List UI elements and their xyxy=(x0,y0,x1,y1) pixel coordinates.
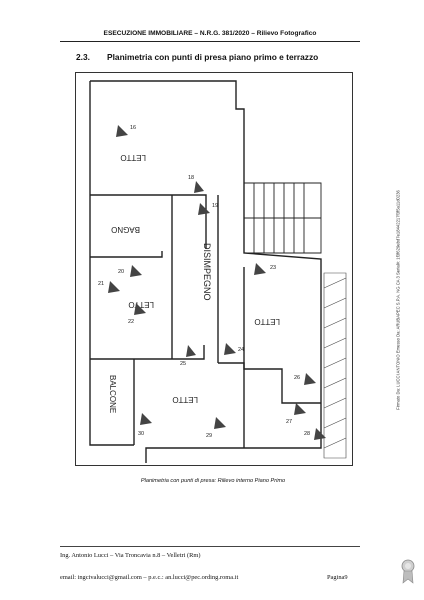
camera-point-icon: 25 xyxy=(180,345,196,367)
svg-text:19: 19 xyxy=(212,203,218,209)
svg-text:23: 23 xyxy=(270,265,276,271)
section-number: 2.3. xyxy=(76,52,90,62)
page-number: Pagina9 xyxy=(327,574,348,581)
wall-corridor xyxy=(171,195,219,363)
camera-point-icon: 27 xyxy=(286,403,306,425)
footer-rule xyxy=(60,546,360,547)
camera-point-icon: 24 xyxy=(224,343,244,355)
floor-plan: LETTO BAGNO DISIMPEGNO LETTO LETTO BALCO… xyxy=(75,72,353,466)
svg-text:25: 25 xyxy=(180,361,186,367)
header-rule xyxy=(60,41,360,42)
svg-text:27: 27 xyxy=(286,419,292,425)
svg-text:20: 20 xyxy=(118,269,124,275)
camera-point-icon: 23 xyxy=(254,263,276,275)
label-bagno: BAGNO xyxy=(111,225,140,234)
camera-point-icon: 18 xyxy=(188,175,204,193)
camera-point-icon: 21 xyxy=(98,281,120,293)
svg-text:22: 22 xyxy=(128,319,134,325)
label-letto-bottom: LETTO xyxy=(172,395,198,404)
wall-bathroom xyxy=(90,251,163,258)
terrace-hatch xyxy=(323,272,347,459)
label-letto-left: LETTO xyxy=(128,300,154,309)
camera-point-icon: 19 xyxy=(198,203,218,215)
svg-text:30: 30 xyxy=(138,431,144,437)
camera-point-icon: 30 xyxy=(138,413,152,437)
section-title: Planimetria con punti di presa piano pri… xyxy=(107,52,319,62)
svg-text:29: 29 xyxy=(206,433,212,439)
camera-point-icon: 29 xyxy=(206,417,226,439)
footer-email: email: ingcivalucci@gmail.com – p.e.c.: … xyxy=(60,574,239,581)
svg-text:16: 16 xyxy=(130,125,136,131)
label-balcone: BALCONE xyxy=(108,375,117,413)
wall-top-bedroom xyxy=(90,194,207,249)
wall-left-bedroom xyxy=(134,345,205,360)
stairs xyxy=(243,182,322,254)
camera-point-icon: 26 xyxy=(294,373,316,385)
wall-right-bedroom xyxy=(243,267,321,404)
footer-address: Ing. Antonio Lucci – Via Troncavia n.8 –… xyxy=(60,552,201,559)
camera-point-icon: 16 xyxy=(116,125,136,137)
svg-text:26: 26 xyxy=(294,375,300,381)
camera-point-icon: 20 xyxy=(118,265,142,277)
wall-bottom-bedroom xyxy=(218,362,245,448)
label-disimpegno: DISIMPEGNO xyxy=(202,243,212,301)
svg-text:24: 24 xyxy=(238,347,244,353)
seal-icon xyxy=(401,559,415,584)
svg-text:28: 28 xyxy=(304,431,310,437)
figure-caption: Planimetria con punti di presa: Rilievo … xyxy=(140,478,286,484)
label-letto-top: LETTO xyxy=(120,153,146,162)
svg-text:21: 21 xyxy=(98,281,104,287)
camera-point-icon: 22 xyxy=(128,303,146,325)
page-header: ESECUZIONE IMMOBILIARE – N.R.G. 381/2020… xyxy=(103,30,317,37)
label-letto-right: LETTO xyxy=(254,317,280,326)
floor-plan-drawing: LETTO BAGNO DISIMPEGNO LETTO LETTO BALCO… xyxy=(89,80,347,463)
camera-point-icon: 28 xyxy=(304,428,326,440)
photo-points: 16 18 19 20 21 22 23 24 25 26 27 28 29 3… xyxy=(98,125,326,440)
digital-signature-stamp: Firmato Da: LUCCI ANTONIO Emesso Da: ARU… xyxy=(395,190,401,410)
svg-text:18: 18 xyxy=(188,175,194,181)
outer-wall-left xyxy=(89,81,134,446)
